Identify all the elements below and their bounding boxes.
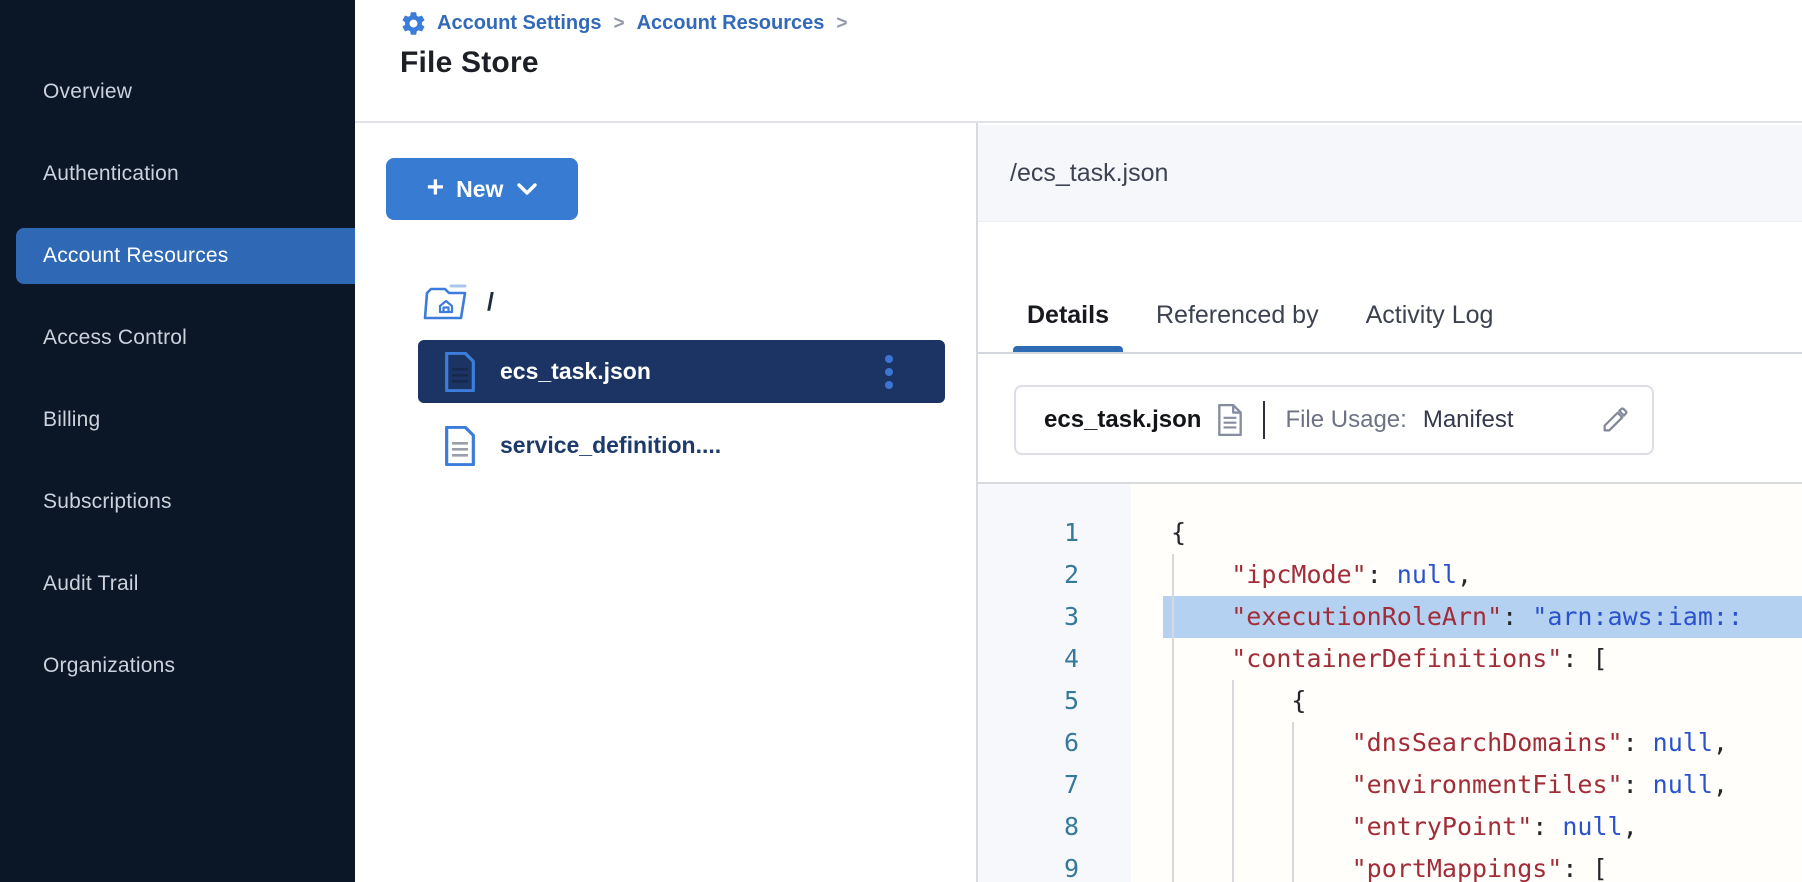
line-number: 2: [1063, 560, 1079, 589]
sidebar-item-account-resources[interactable]: Account Resources: [16, 228, 355, 284]
code-viewer[interactable]: 1 2 3 4 5 6 7 8 9 { "ipcMode": null, "executionR…: [978, 484, 1802, 882]
tabs: Details Referenced by Activity Log: [1013, 301, 1494, 353]
new-button-label: New: [456, 175, 504, 202]
line-number: 8: [1063, 812, 1079, 841]
breadcrumb: Account Settings > Account Resources >: [400, 10, 850, 37]
plus-icon: +: [426, 170, 445, 204]
sidebar-item-subscriptions[interactable]: Subscriptions: [43, 490, 172, 513]
file-list: ecs_task.json service_definition....: [418, 340, 945, 473]
edit-pencil-icon[interactable]: [1600, 405, 1630, 435]
file-path-bar: /ecs_task.json: [978, 125, 1802, 222]
line-number: 7: [1063, 770, 1079, 799]
sidebar-item-audit-trail[interactable]: Audit Trail: [43, 572, 139, 595]
code-line-7: "environmentFiles": null,: [1351, 770, 1728, 799]
file-name: service_definition....: [500, 432, 722, 458]
breadcrumb-links: Account Settings > Account Resources >: [437, 12, 850, 35]
tab-activity-log[interactable]: Activity Log: [1365, 301, 1494, 329]
sidebar-item-authentication[interactable]: Authentication: [43, 162, 179, 185]
indent-guide: [1232, 680, 1234, 882]
sidebar-item-organizations[interactable]: Organizations: [43, 654, 176, 677]
code-line-2: "ipcMode": null,: [1231, 560, 1473, 589]
code-line-8: "entryPoint": null,: [1351, 812, 1638, 841]
file-details-panel: /ecs_task.json Details Referenced by Activ…: [978, 125, 1802, 882]
active-line-highlight: [1163, 596, 1802, 638]
folder-home-icon: [423, 283, 471, 321]
file-icon: [444, 425, 476, 466]
file-card-name: ecs_task.json: [1044, 406, 1202, 433]
file-usage-value: Manifest: [1422, 406, 1514, 433]
tabs-divider: [978, 352, 1802, 354]
settings-gear-icon: [400, 10, 427, 37]
chevron-down-icon: [517, 182, 538, 196]
code-line-5: {: [1171, 686, 1307, 715]
line-number: 4: [1063, 644, 1079, 673]
code-line-6: "dnsSearchDomains": null,: [1351, 728, 1728, 757]
file-usage-label: File Usage:: [1285, 406, 1407, 433]
root-folder-row[interactable]: /: [423, 283, 494, 321]
indent-guide: [1172, 554, 1174, 882]
breadcrumb-link-account-settings[interactable]: Account Settings: [437, 12, 602, 34]
tab-referenced-by[interactable]: Referenced by: [1155, 301, 1319, 329]
sidebar-item-billing[interactable]: Billing: [43, 408, 101, 431]
document-icon: [1217, 404, 1243, 436]
vertical-divider: [1263, 401, 1266, 439]
code-content: { "ipcMode": null, "executionRoleArn": "…: [1163, 484, 1802, 882]
line-number-gutter: 1 2 3 4 5 6 7 8 9: [978, 484, 1131, 882]
code-line-1: {: [1171, 518, 1187, 547]
active-tab-underline: [1013, 346, 1123, 353]
code-line-9: "portMappings": [: [1351, 854, 1608, 882]
breadcrumb-separator: >: [836, 12, 848, 34]
indent-guide: [1292, 722, 1294, 882]
code-line-3: "executionRoleArn": "arn:aws:iam::: [1231, 602, 1743, 631]
file-row-service-definition[interactable]: service_definition....: [418, 418, 945, 473]
code-line-4: "containerDefinitions": [: [1231, 644, 1608, 673]
line-number: 3: [1063, 602, 1079, 631]
line-number: 1: [1063, 518, 1079, 547]
page-header: Account Settings > Account Resources > File…: [355, 0, 1802, 123]
page-title: File Store: [400, 46, 539, 79]
file-icon: [444, 351, 476, 392]
code-divider: [978, 482, 1802, 484]
file-name: ecs_task.json: [500, 358, 651, 384]
line-number: 5: [1063, 686, 1079, 715]
file-store-tree-panel: + New / ecs_task.json service_definition.…: [355, 123, 978, 882]
line-number: 6: [1063, 728, 1079, 757]
breadcrumb-link-account-resources[interactable]: Account Resources: [636, 12, 825, 34]
root-folder-label: /: [487, 287, 494, 316]
kebab-menu-icon[interactable]: [881, 351, 897, 393]
file-row-ecs-task-json[interactable]: ecs_task.json: [418, 340, 945, 403]
sidebar-item-overview[interactable]: Overview: [43, 80, 133, 103]
file-info-card: ecs_task.json File Usage: Manifest: [1014, 385, 1654, 455]
line-number: 9: [1063, 854, 1079, 882]
new-button[interactable]: + New: [386, 158, 578, 220]
tab-details[interactable]: Details: [1013, 301, 1123, 353]
breadcrumb-separator: >: [613, 12, 625, 34]
sidebar-item-access-control[interactable]: Access Control: [43, 326, 188, 349]
file-path: /ecs_task.json: [1010, 158, 1169, 187]
